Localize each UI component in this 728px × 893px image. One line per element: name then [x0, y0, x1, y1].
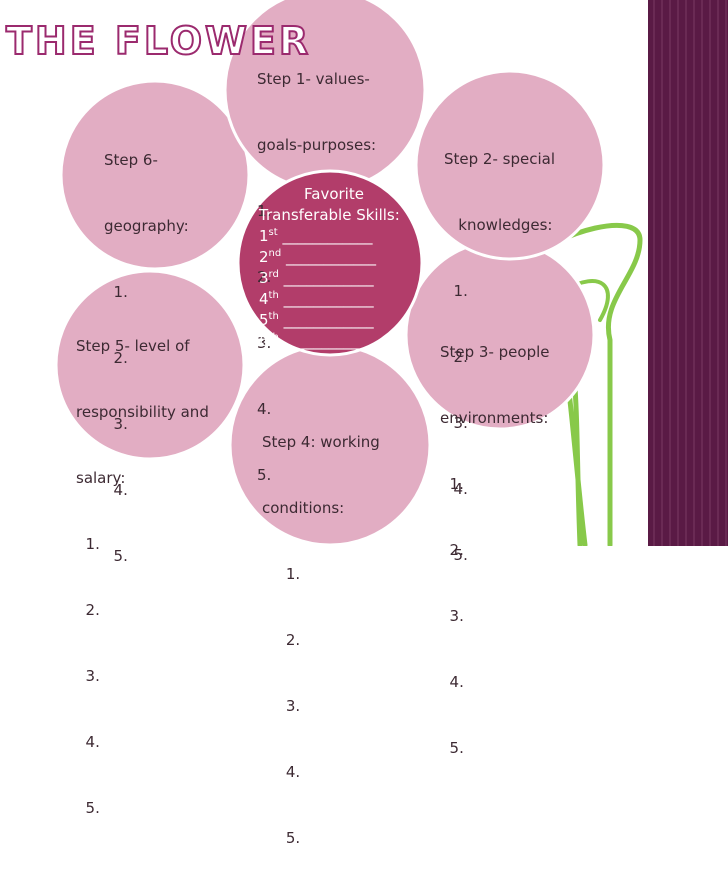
rank-suffix: th — [268, 311, 279, 322]
petal-step6-text: Step 6- geography: 1. 2. 3. 4. 5. — [104, 105, 189, 611]
petal-line: 4. — [104, 481, 128, 499]
petal-line: 3. — [104, 415, 128, 433]
petal-line: 3. — [257, 334, 272, 352]
petal-line: 4. — [262, 763, 301, 781]
center-text: Favorite Transferable Skills: 1st ______… — [259, 184, 409, 352]
petal-line: Step 4: working — [262, 433, 380, 451]
petal-line: geography: — [104, 217, 189, 235]
petal-line: 5. — [257, 466, 272, 484]
petal-line: Step 3- people — [440, 343, 550, 361]
rank-number: 6 — [259, 332, 269, 350]
petal-line: Step 5- level of — [76, 337, 190, 355]
rank-blank: ____________ — [282, 227, 373, 245]
rank-blank: ____________ — [283, 269, 374, 287]
petal-line: knowledges: — [444, 216, 553, 234]
rank-suffix: st — [268, 227, 278, 238]
petal-line: 4. — [76, 733, 100, 751]
rank-suffix: th — [268, 332, 279, 343]
petal-line: Step 6- — [104, 151, 158, 169]
rank-number: 1 — [259, 227, 269, 245]
slide: THE FLOWER Step 1- values- goals-purpose… — [5, 0, 728, 847]
petal-line: 5. — [76, 799, 100, 817]
petal-line: 3. — [444, 414, 468, 432]
petal-line: salary: — [76, 469, 126, 487]
rank-blank: ____________ — [283, 290, 374, 308]
rank-row: 3rd ____________ — [259, 268, 409, 289]
petal-line: 2. — [262, 631, 301, 649]
center-subheading: Transferable Skills: — [259, 206, 400, 224]
petal-line: 5. — [104, 547, 128, 565]
flower-diagram — [54, 0, 643, 546]
page-title: THE FLOWER — [5, 19, 312, 63]
center-heading: Favorite — [304, 185, 364, 203]
petal-line: 1. — [440, 475, 464, 493]
petal-line: 1. — [444, 282, 468, 300]
petal-line: environments: — [440, 409, 549, 427]
rank-row: 2nd ____________ — [259, 247, 409, 268]
petal-line: 4. — [440, 673, 464, 691]
petal-step4-text: Step 4: working conditions: 1. 2. 3. 4. … — [262, 387, 380, 893]
petal-line: 3. — [76, 667, 100, 685]
petal-line: 5. — [262, 829, 301, 847]
petal-line: 1. — [257, 202, 272, 220]
rank-blank: ____________ — [283, 332, 374, 350]
petal-line: 1. — [104, 283, 128, 301]
flower-center — [236, 169, 424, 357]
petal-line: goals-purposes: — [257, 136, 377, 154]
petal-step1-text: Step 1- values- goals-purposes: 1. 2. 3.… — [257, 24, 376, 530]
rank-row: 4th ____________ — [259, 289, 409, 310]
petal-step6 — [59, 79, 251, 271]
rank-blank: ____________ — [283, 311, 374, 329]
petal-line: 5. — [440, 739, 464, 757]
petal-step2 — [414, 69, 606, 261]
petal-step5 — [54, 269, 246, 461]
petal-line: 1. — [262, 565, 301, 583]
rank-number: 2 — [259, 248, 269, 266]
rank-row: 1st ____________ — [259, 226, 409, 247]
petal-line: 4. — [257, 400, 272, 418]
rank-number: 5 — [259, 311, 269, 329]
petal-line: Step 2- special — [444, 150, 555, 168]
petal-line: 2. — [104, 349, 128, 367]
rank-row: 5th ____________ — [259, 310, 409, 331]
petal-line: conditions: — [262, 499, 345, 517]
rank-suffix: nd — [268, 248, 282, 259]
rank-number: 4 — [259, 290, 269, 308]
rank-row: 6th ____________ — [259, 331, 409, 352]
petal-line: responsibility and — [76, 403, 209, 421]
petal-line: Step 1- values- — [257, 70, 370, 88]
petal-step3-text: Step 3- people environments: 1. 2. 3. 4.… — [440, 297, 550, 803]
petal-line: 3. — [440, 607, 464, 625]
petal-line: 2. — [257, 268, 272, 286]
rank-suffix: rd — [268, 269, 279, 280]
rank-blank: ____________ — [286, 248, 377, 266]
rank-number: 3 — [259, 269, 269, 287]
side-band — [648, 0, 728, 546]
rank-suffix: th — [268, 290, 279, 301]
petal-line: 2. — [440, 541, 464, 559]
petal-line: 4. — [444, 480, 468, 498]
petal-line: 3. — [262, 697, 301, 715]
petal-line: 2. — [444, 348, 468, 366]
